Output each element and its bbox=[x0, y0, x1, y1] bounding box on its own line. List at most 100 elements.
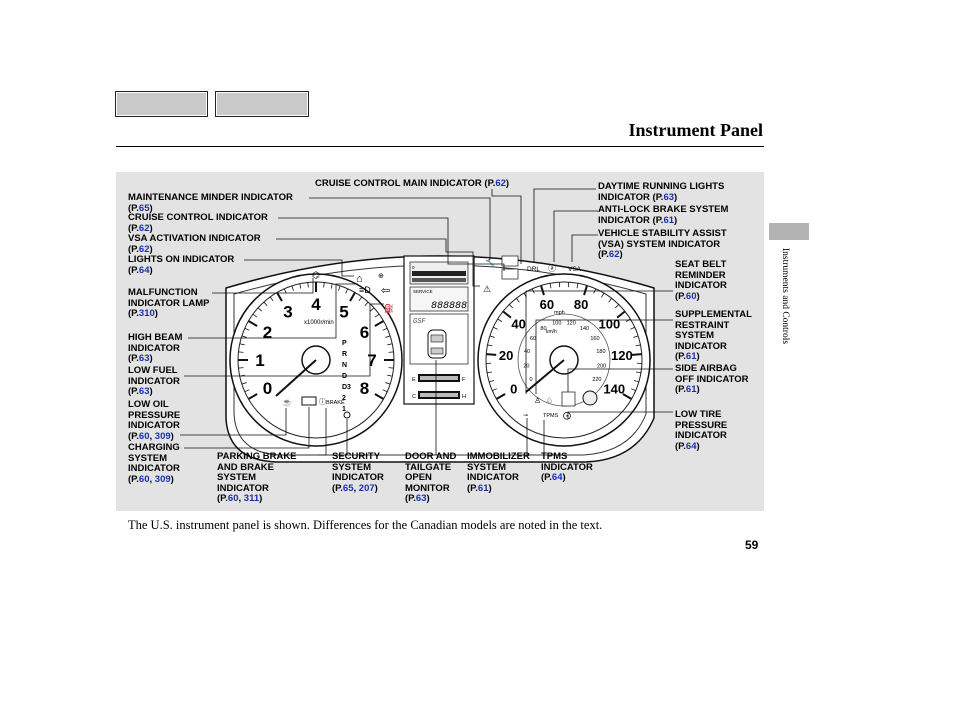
kmh-number-0: 0 bbox=[530, 377, 533, 383]
brake-circle-icon: ⓘ bbox=[319, 398, 326, 406]
battery-icon bbox=[301, 396, 317, 406]
label-low-fuel: LOW FUEL INDICATOR (P.63) bbox=[128, 365, 180, 397]
nav-tab-2[interactable] bbox=[215, 91, 309, 117]
kmh-number-60: 60 bbox=[530, 336, 536, 342]
label-high-beam: HIGH BEAM INDICATOR (P.63) bbox=[128, 332, 183, 364]
tach-number-6: 6 bbox=[360, 323, 369, 342]
label-tpms: TPMS INDICATOR (P.64) bbox=[541, 451, 593, 483]
label-abs: ANTI-LOCK BRAKE SYSTEM INDICATOR (P.61) bbox=[598, 204, 729, 226]
section-tab-label: Instruments and Controls bbox=[780, 248, 790, 345]
abs-icon: ⓐ bbox=[548, 264, 556, 273]
drl-text: DRL bbox=[527, 266, 540, 273]
nav-tab-1[interactable] bbox=[115, 91, 208, 117]
speedo-number-140: 140 bbox=[603, 382, 625, 397]
speedo-unit: mph bbox=[554, 310, 565, 316]
cruise-control-box bbox=[501, 268, 519, 280]
brake-text: BRAKE bbox=[326, 400, 345, 406]
tach-number-4: 4 bbox=[311, 295, 321, 314]
gear-N: N bbox=[342, 362, 347, 369]
wrench-icon: 🔧 bbox=[485, 257, 495, 267]
svg-text:GSF: GSF bbox=[413, 318, 426, 326]
kmh-number-40: 40 bbox=[524, 349, 530, 355]
leader-lines bbox=[180, 188, 673, 456]
label-lights-on: LIGHTS ON INDICATOR (P.64) bbox=[128, 254, 235, 276]
center-display: 0 SERVICE 888888 GSF E F C H bbox=[403, 255, 475, 405]
label-side-airbag: SIDE AIRBAG OFF INDICATOR (P.61) bbox=[675, 363, 749, 395]
fuel-f: F bbox=[462, 377, 466, 383]
tire-pressure-icon: ⨀ bbox=[563, 411, 571, 420]
security-icon bbox=[343, 411, 351, 419]
tach-number-8: 8 bbox=[360, 379, 369, 398]
speedo-number-40: 40 bbox=[511, 316, 525, 331]
kmh-number-80: 80 bbox=[540, 326, 546, 332]
cruise-main-box bbox=[501, 255, 519, 267]
tach-number-5: 5 bbox=[339, 302, 348, 321]
title-rule bbox=[116, 146, 764, 147]
speedo-number-120: 120 bbox=[611, 348, 633, 363]
tach-number-7: 7 bbox=[367, 351, 376, 370]
speedo-number-60: 60 bbox=[540, 297, 554, 312]
trip-knob[interactable] bbox=[582, 390, 598, 406]
label-srs: SUPPLEMENTAL RESTRAINT SYSTEM INDICATOR … bbox=[675, 309, 752, 362]
fuel-pump-icon: ⛽ bbox=[384, 303, 394, 313]
page-title: Instrument Panel bbox=[628, 120, 764, 140]
temp-c: C bbox=[412, 394, 416, 400]
kmh-number-140: 140 bbox=[580, 326, 589, 332]
label-low-tire: LOW TIRE PRESSURE INDICATOR (P.64) bbox=[675, 409, 728, 452]
high-beam-icon: ≡D bbox=[359, 285, 371, 295]
kmh-number-120: 120 bbox=[567, 321, 576, 327]
seat-belt-icon: ♙ bbox=[534, 396, 541, 405]
tpms-text: TPMS bbox=[543, 413, 559, 419]
label-parking-brake: PARKING BRAKE AND BRAKE SYSTEM INDICATOR… bbox=[217, 451, 297, 504]
kmh-number-180: 180 bbox=[596, 349, 605, 355]
label-door-monitor: DOOR AND TAILGATE OPEN MONITOR (P.63) bbox=[405, 451, 457, 504]
malfunction-icon: ⌬ bbox=[312, 270, 320, 280]
kmh-number-100: 100 bbox=[552, 321, 561, 327]
srs-icon: ♘ bbox=[546, 396, 553, 405]
kmh-number-200: 200 bbox=[597, 363, 606, 369]
kmh-number-160: 160 bbox=[590, 336, 599, 342]
service-text: SERVICE bbox=[413, 289, 433, 294]
label-security: SECURITY SYSTEM INDICATOR (P.65, 207) bbox=[332, 451, 384, 494]
label-low-oil: LOW OIL PRESSURE INDICATOR (P.60, 309) bbox=[128, 399, 181, 442]
svg-text:0: 0 bbox=[412, 265, 415, 270]
label-vsa: VEHICLE STABILITY ASSIST (VSA) SYSTEM IN… bbox=[598, 228, 727, 260]
fuel-e: E bbox=[412, 377, 416, 383]
vsa-warning-icon: ⚠ bbox=[483, 284, 491, 294]
gear-2: 2 bbox=[342, 395, 346, 402]
speedo-number-100: 100 bbox=[598, 316, 620, 331]
gear-D3: D3 bbox=[342, 384, 351, 391]
kmh-number-220: 220 bbox=[592, 377, 601, 383]
lights-icon: ⇦ bbox=[381, 285, 390, 297]
figure-caption: The U.S. instrument panel is shown. Diff… bbox=[128, 518, 603, 532]
lights-on-icon: ⌂ bbox=[356, 273, 363, 285]
tach-unit: x1000r/min bbox=[304, 320, 334, 326]
temp-h: H bbox=[462, 394, 466, 400]
label-vsa-activation: VSA ACTIVATION INDICATOR (P.62) bbox=[128, 233, 261, 255]
speedo-number-0: 0 bbox=[510, 382, 517, 397]
gear-P: P bbox=[342, 340, 347, 347]
door-monitor-car-icon bbox=[427, 329, 447, 359]
section-tab[interactable] bbox=[769, 223, 809, 240]
label-seat-belt: SEAT BELT REMINDER INDICATOR (P.60) bbox=[675, 259, 727, 302]
label-maintenance: MAINTENANCE MINDER INDICATOR (P.65) bbox=[128, 192, 293, 214]
speedo-number-20: 20 bbox=[499, 348, 513, 363]
label-charging: CHARGING SYSTEM INDICATOR (P.60, 309) bbox=[128, 442, 180, 485]
gear-D: D bbox=[342, 373, 347, 380]
gear-1: 1 bbox=[342, 406, 346, 413]
key-icon: ⊸ bbox=[523, 413, 528, 419]
label-malfunction: MALFUNCTION INDICATOR LAMP (P.310) bbox=[128, 287, 210, 319]
gear-R: R bbox=[342, 351, 347, 358]
tach-number-2: 2 bbox=[263, 323, 272, 342]
label-cruise-control: CRUISE CONTROL INDICATOR (P.62) bbox=[128, 212, 268, 234]
odometer-text: 888888 bbox=[431, 301, 467, 312]
oil-icon: ☕ bbox=[282, 397, 292, 407]
vsa-text: VSA bbox=[568, 266, 582, 273]
tach-number-1: 1 bbox=[255, 351, 264, 370]
side-airbag-icon bbox=[561, 391, 576, 407]
page-number: 59 bbox=[745, 538, 759, 552]
